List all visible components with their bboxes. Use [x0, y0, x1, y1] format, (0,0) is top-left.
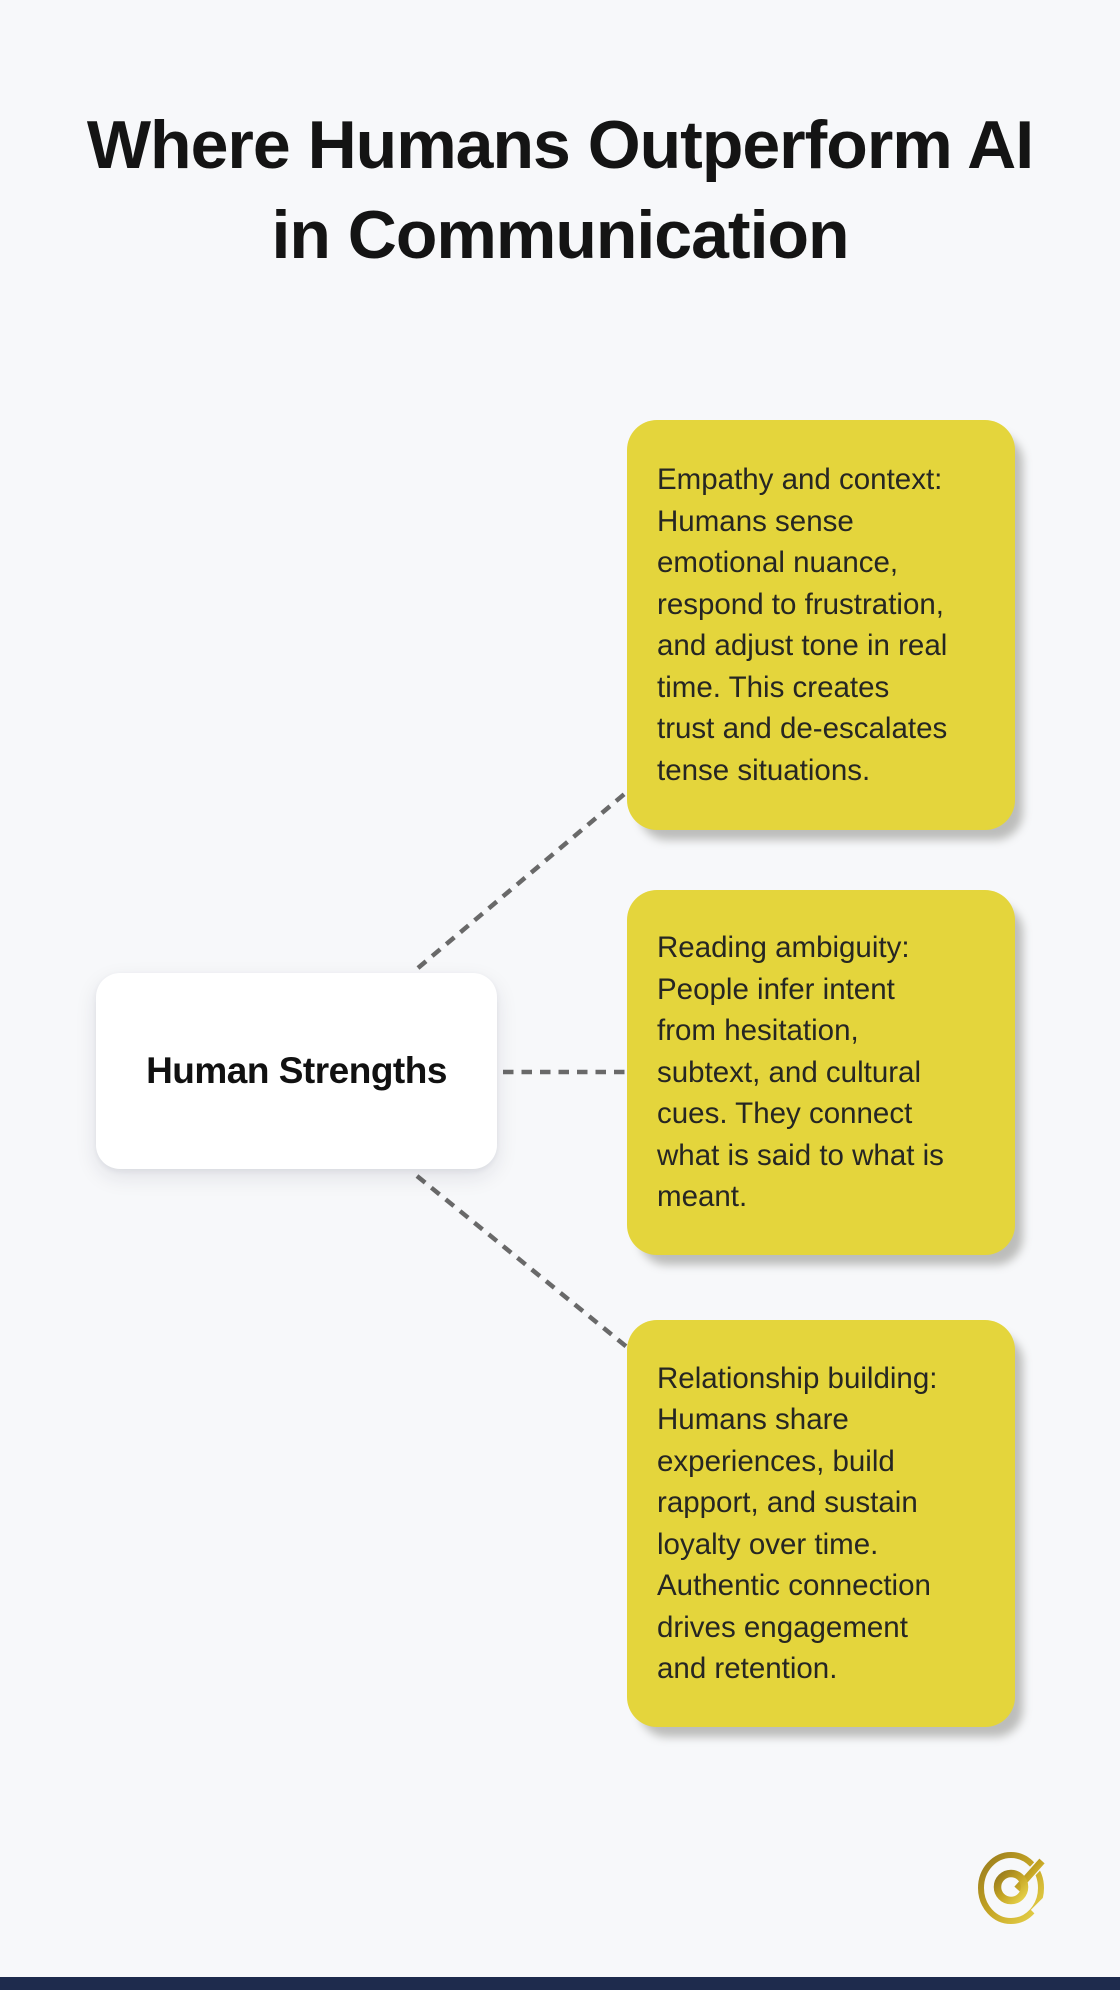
page-title: Where Humans Outperform AI in Communicat…: [86, 107, 1034, 273]
connector-line-top: [416, 789, 630, 970]
branch-card-text: Relationship building: Humans share expe…: [657, 1361, 938, 1686]
brand-logo: [977, 1850, 1050, 1928]
branch-card-relationship-building: Relationship building: Humans share expe…: [627, 1320, 1015, 1727]
center-node-label: Human Strengths: [146, 1050, 447, 1091]
branch-card-reading-ambiguity: Reading ambiguity: People infer intent f…: [627, 890, 1015, 1255]
footer-accent-bar: [0, 1977, 1120, 1990]
branch-card-text: Reading ambiguity: People infer intent f…: [657, 931, 944, 1214]
branch-card-empathy-and-context: Empathy and context: Humans sense emotio…: [627, 420, 1015, 830]
center-node-human-strengths: Human Strengths: [96, 973, 497, 1169]
connector-line-bottom: [415, 1174, 635, 1354]
branch-card-text: Empathy and context: Humans sense emotio…: [657, 463, 948, 787]
gold-q-monogram-icon: [978, 1852, 1050, 1924]
